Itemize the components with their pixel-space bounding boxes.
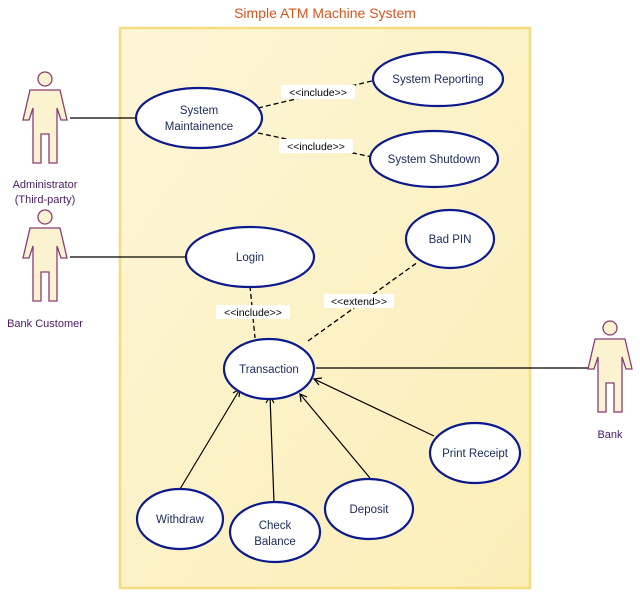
include-label-reporting: <<include>> xyxy=(289,87,347,99)
svg-text:Transaction: Transaction xyxy=(239,364,299,376)
actor-bank-label: Bank xyxy=(597,429,623,441)
svg-text:Withdraw: Withdraw xyxy=(156,514,205,526)
actor-bank[interactable]: Bank xyxy=(587,320,633,441)
usecase-withdraw[interactable]: Withdraw xyxy=(135,487,225,551)
svg-text:Check: Check xyxy=(259,520,292,532)
svg-text:System Shutdown: System Shutdown xyxy=(388,154,481,166)
usecase-system-maintenance[interactable]: System Maintainence xyxy=(134,86,264,150)
svg-text:Maintainence: Maintainence xyxy=(165,121,233,133)
diagram-title: Simple ATM Machine System xyxy=(234,5,416,21)
svg-text:System Reporting: System Reporting xyxy=(392,74,483,86)
svg-text:Bad PIN: Bad PIN xyxy=(429,234,472,246)
svg-text:Print Receipt: Print Receipt xyxy=(442,448,509,460)
usecase-deposit[interactable]: Deposit xyxy=(323,477,415,541)
usecase-check-balance[interactable]: Check Balance xyxy=(228,500,322,564)
actor-administrator[interactable]: Administrator (Third-party) xyxy=(13,71,78,206)
usecase-system-shutdown[interactable]: System Shutdown xyxy=(368,129,500,189)
actor-bank-customer-label: Bank Customer xyxy=(7,318,83,330)
extend-label-bad-pin: <<extend>> xyxy=(331,296,387,308)
usecase-print-receipt[interactable]: Print Receipt xyxy=(428,421,522,485)
include-label-shutdown: <<include>> xyxy=(287,141,345,153)
svg-text:System: System xyxy=(180,105,218,117)
usecase-transaction[interactable]: Transaction xyxy=(222,337,316,401)
usecase-bad-pin[interactable]: Bad PIN xyxy=(404,208,496,270)
actor-figure-icon xyxy=(587,320,633,413)
include-label-login: <<include>> xyxy=(224,307,282,319)
arrow-printreceipt-transaction xyxy=(312,377,435,437)
actor-bank-customer[interactable]: Bank Customer xyxy=(7,209,83,330)
usecase-system-reporting[interactable]: System Reporting xyxy=(371,50,505,108)
svg-text:Login: Login xyxy=(236,252,264,264)
actor-figure-icon xyxy=(22,71,68,164)
actor-figure-icon xyxy=(22,209,68,302)
svg-text:Deposit: Deposit xyxy=(350,504,390,516)
arrow-deposit-transaction xyxy=(299,393,371,479)
actor-administrator-label: Administrator xyxy=(13,179,78,191)
actor-administrator-sublabel: (Third-party) xyxy=(15,194,76,206)
usecase-login[interactable]: Login xyxy=(184,225,316,289)
svg-text:Balance: Balance xyxy=(254,536,296,548)
